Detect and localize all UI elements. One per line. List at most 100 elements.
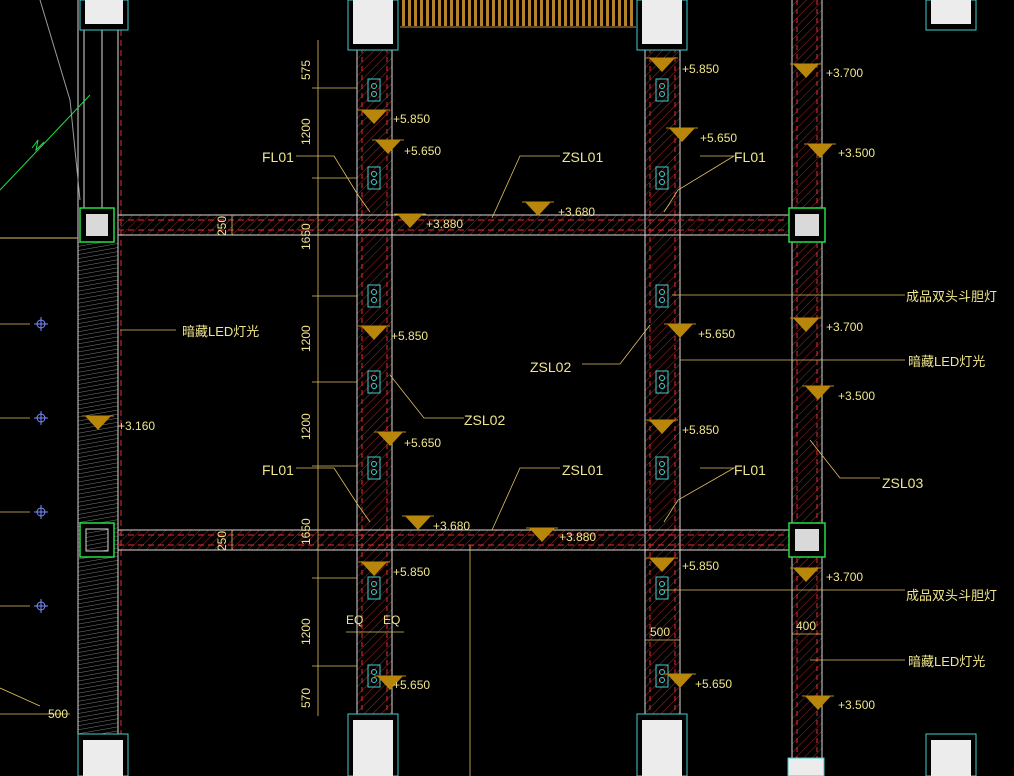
ceiling-light-icon <box>655 166 669 190</box>
vertical-beam-1 <box>356 48 393 716</box>
triangle-down-icon <box>664 673 696 688</box>
triangle-down-icon <box>802 695 834 710</box>
dimension-label: 1650 <box>299 223 313 250</box>
triangle-down-icon <box>666 127 698 142</box>
ceiling-light-icon <box>655 456 669 480</box>
dimension-lines <box>0 40 822 776</box>
crosshair-icon <box>34 599 48 613</box>
level-label: +3.880 <box>426 217 463 231</box>
level-label: +3.680 <box>433 519 470 533</box>
left-window-frame <box>83 29 103 211</box>
level-label: +3.500 <box>838 389 875 403</box>
triangle-down-icon <box>664 323 696 338</box>
grid-markers <box>34 317 48 613</box>
level-label: +5.650 <box>404 144 441 158</box>
level-label: +5.850 <box>682 559 719 573</box>
triangle-down-icon <box>646 419 678 434</box>
ceiling-light-icon <box>367 78 381 102</box>
tag-label: ZSL01 <box>562 462 603 478</box>
triangle-down-icon <box>402 515 434 530</box>
level-symbols <box>82 57 836 710</box>
note-label: 暗藏LED灯光 <box>908 654 985 669</box>
ceiling-light-icon <box>367 370 381 394</box>
ceiling-light-icon <box>655 370 669 394</box>
level-label: +3.500 <box>838 146 875 160</box>
ceiling-light-icon <box>367 456 381 480</box>
ceiling-light-icon <box>655 576 669 600</box>
ceiling-light-icon <box>367 166 381 190</box>
note-label: 暗藏LED灯光 <box>908 354 985 369</box>
tag-label: ZSL02 <box>530 359 571 375</box>
level-label: +5.850 <box>393 565 430 579</box>
ceiling-light-icon <box>655 284 669 308</box>
triangle-down-icon <box>374 431 406 446</box>
note-label: 成品双头斗胆灯 <box>906 588 997 603</box>
triangle-down-icon <box>358 325 390 340</box>
columns <box>77 0 977 776</box>
light-fixtures <box>367 78 669 688</box>
tag-label: FL01 <box>734 462 766 478</box>
level-label: +5.650 <box>404 436 441 450</box>
ceiling-light-icon <box>655 78 669 102</box>
triangle-down-icon <box>526 527 558 542</box>
dimension-label: 250 <box>215 216 229 236</box>
level-label: +3.700 <box>826 66 863 80</box>
dimension-label: 1200 <box>299 618 313 645</box>
tag-label: ZSL02 <box>464 412 505 428</box>
horizontal-beam-1 <box>118 214 792 236</box>
level-label: +5.850 <box>391 329 428 343</box>
dimension-label: EQ <box>346 613 363 627</box>
outline-line <box>39 0 81 201</box>
left-wall-strip <box>78 240 118 740</box>
level-label: +5.850 <box>682 423 719 437</box>
tag-label: FL01 <box>262 149 294 165</box>
triangle-down-icon <box>82 415 114 430</box>
triangle-down-icon <box>358 109 390 124</box>
triangle-down-icon <box>646 557 678 572</box>
level-label: +5.650 <box>698 327 735 341</box>
ceiling-light-icon <box>367 284 381 308</box>
triangle-down-icon <box>394 213 426 228</box>
level-label: +3.160 <box>118 419 155 433</box>
level-label: +5.850 <box>682 62 719 76</box>
dimension-label: 1200 <box>299 325 313 352</box>
tag-label: ZSL03 <box>882 475 923 491</box>
triangle-down-icon <box>804 143 836 158</box>
break-symbol <box>31 139 45 152</box>
dimension-label: 400 <box>796 619 816 633</box>
level-label: +5.850 <box>393 112 430 126</box>
triangle-down-icon <box>790 317 822 332</box>
tag-label: FL01 <box>262 462 294 478</box>
dimension-label: 1200 <box>299 118 313 145</box>
crosshair-icon <box>34 505 48 519</box>
level-label: +3.880 <box>559 530 596 544</box>
dimension-label: EQ <box>383 613 400 627</box>
tag-label: ZSL01 <box>562 149 603 165</box>
level-label: +3.700 <box>826 570 863 584</box>
level-label: +5.650 <box>695 677 732 691</box>
triangle-down-icon <box>646 57 678 72</box>
triangle-down-icon <box>790 567 822 582</box>
note-label: 暗藏LED灯光 <box>182 324 259 339</box>
triangle-down-icon <box>374 675 406 690</box>
triangle-down-icon <box>790 63 822 78</box>
triangle-down-icon <box>358 561 390 576</box>
dimension-label: 1650 <box>299 518 313 545</box>
dimension-label: 500 <box>650 625 670 639</box>
dimension-label: 250 <box>215 531 229 551</box>
level-label: +5.650 <box>700 131 737 145</box>
dimension-label: 570 <box>299 688 313 708</box>
triangle-down-icon <box>372 139 404 154</box>
level-label: +3.500 <box>838 698 875 712</box>
dimension-label: 1200 <box>299 413 313 440</box>
note-label: 成品双头斗胆灯 <box>906 289 997 304</box>
dimension-label: 500 <box>48 707 68 721</box>
dimension-label: 575 <box>299 60 313 80</box>
crosshair-icon <box>34 317 48 331</box>
level-label: +3.680 <box>558 205 595 219</box>
triangle-down-icon <box>802 385 834 400</box>
triangle-down-icon <box>522 201 554 216</box>
leader-lines <box>0 155 905 661</box>
vent-grille <box>400 0 636 26</box>
